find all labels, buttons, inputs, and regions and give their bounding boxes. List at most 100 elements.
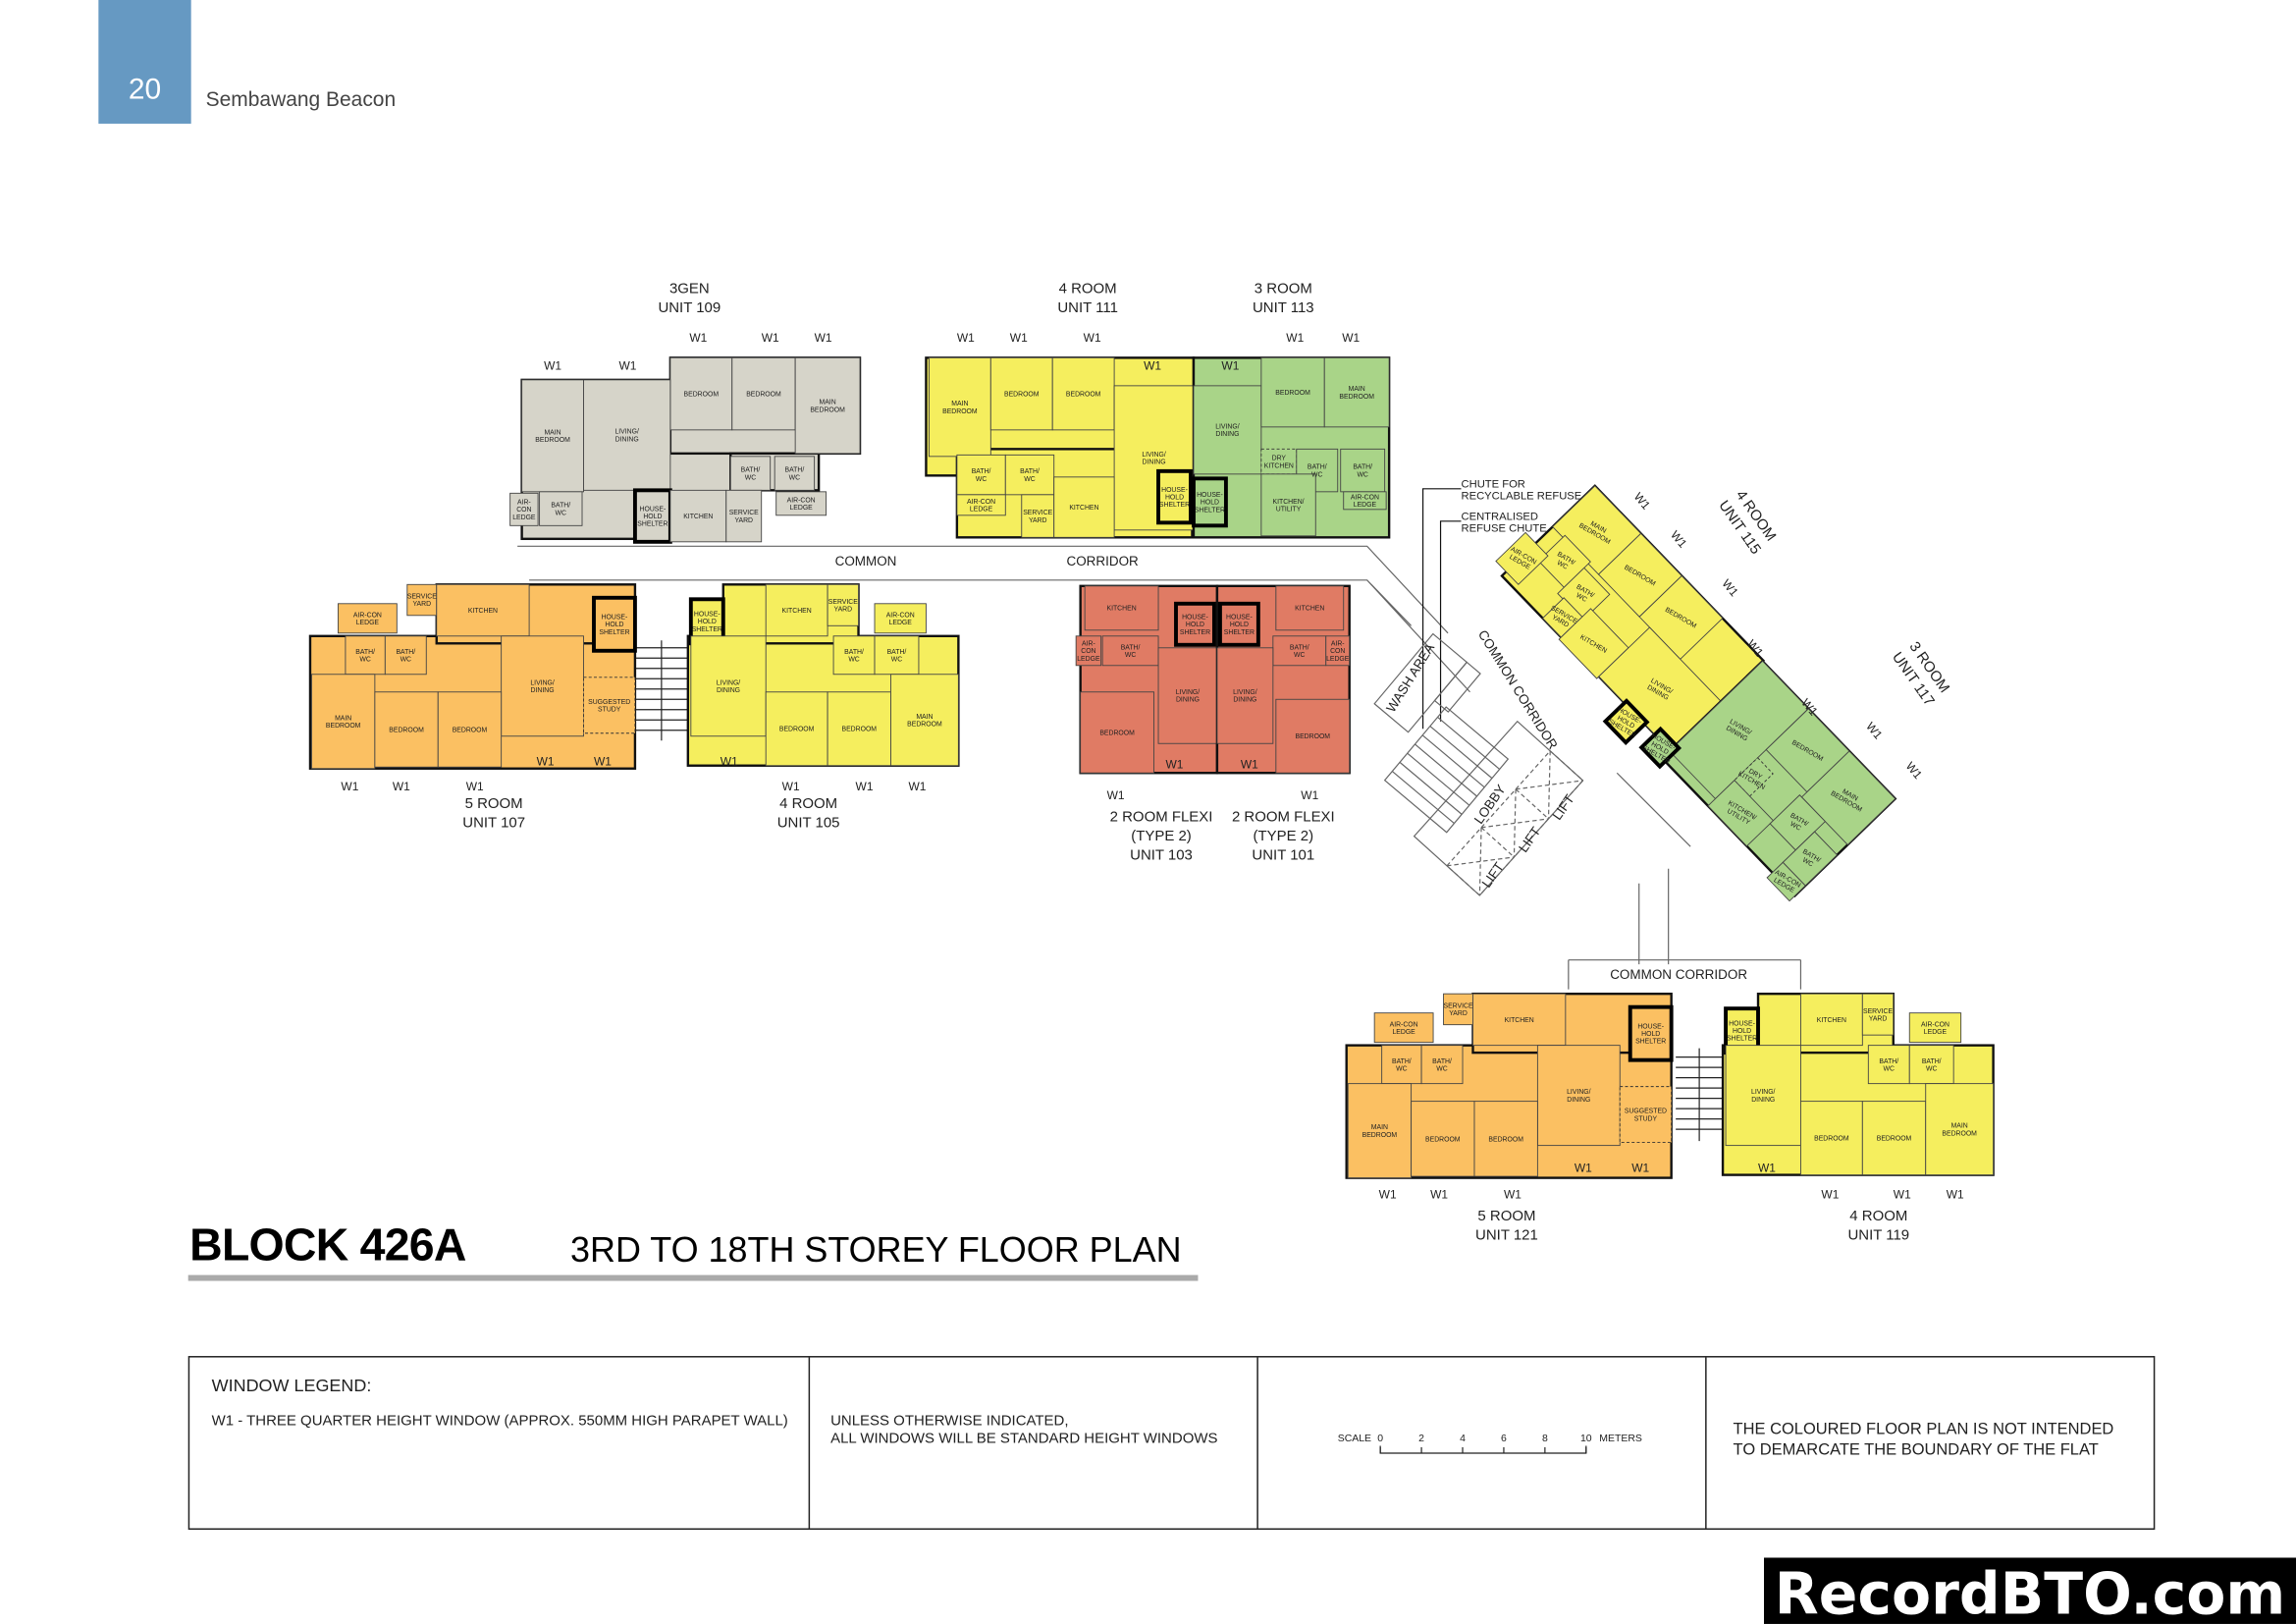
room-bath-wc	[345, 635, 386, 676]
room-kitchen-utility	[1707, 780, 1775, 847]
unit-title-line: 3GEN	[669, 280, 710, 297]
room-living-dining	[1193, 385, 1262, 475]
window-w1-label: W1	[1286, 331, 1304, 345]
window-w1-label: W1	[1719, 576, 1740, 599]
window-w1-label: W1	[544, 358, 561, 372]
scale-line	[1379, 1445, 1587, 1454]
unit-title: 2 ROOM FLEXI(TYPE 2)UNIT 101	[1232, 809, 1335, 864]
room-bath-wc	[1004, 454, 1055, 496]
chute-recyclable-label: CHUTE FOR	[1462, 478, 1525, 490]
room-bedroom	[1051, 356, 1115, 431]
room-bedroom	[731, 356, 796, 431]
disclaimer-line-2: TO DEMARCATE THE BOUNDARY OF THE FLAT	[1733, 1441, 2099, 1460]
unit-title-line: UNIT 107	[462, 815, 525, 832]
room-bath-wc	[774, 456, 816, 491]
room-label: BEDROOM	[1814, 1136, 1849, 1143]
room-label: BATH/WC	[1392, 1058, 1412, 1073]
room-label: BATH/WC	[887, 649, 907, 664]
room-bath-wc	[832, 635, 876, 676]
common-corridor-outline	[517, 545, 1470, 693]
room-kitchen	[1053, 476, 1115, 538]
room-service-yard	[1021, 494, 1055, 538]
room-main-bedroom	[794, 356, 861, 455]
window-w1-label: W1	[908, 780, 926, 793]
window-w1-label: W1	[1631, 1162, 1649, 1175]
room-bath-wc	[1867, 1045, 1910, 1085]
window-w1-label: W1	[1342, 331, 1360, 345]
room-label: BATH/WC	[972, 468, 991, 483]
room-label: LIVING/DINING	[614, 429, 639, 444]
floor-plan-title: 3RD TO 18TH STOREY FLOOR PLAN	[570, 1230, 1182, 1272]
unit-title-line: 4 ROOM	[779, 795, 837, 812]
window-note-line-2: ALL WINDOWS WILL BE STANDARD HEIGHT WIND…	[830, 1431, 1218, 1448]
w1-description: W1 - THREE QUARTER HEIGHT WINDOW (APPROX…	[211, 1413, 788, 1431]
chute-recyclable-label: RECYCLABLE REFUSE	[1462, 490, 1582, 502]
room-living-dining	[1157, 647, 1218, 744]
unit-title: 3GEN UNIT 109	[658, 280, 721, 316]
unit-title-line: UNIT 111	[1057, 299, 1118, 316]
window-w1-label: W1	[1144, 358, 1161, 372]
room-living-dining	[690, 635, 767, 737]
window-w1-label: W1	[815, 331, 832, 345]
window-w1-label: W1	[1903, 759, 1925, 782]
room-label: BEDROOM	[1877, 1136, 1912, 1143]
room-living-dining	[501, 635, 584, 737]
room-label: BATH/WC	[844, 649, 864, 664]
room-label: BATH/WC	[1879, 1058, 1898, 1073]
room-house-hold-shelter	[1628, 1004, 1674, 1062]
window-w1-label: W1	[537, 755, 555, 769]
room-dry-kitchen	[1734, 757, 1774, 797]
lift-lobby	[1413, 720, 1584, 896]
room-air-con-ledge	[1325, 635, 1351, 667]
room-label: BEDROOM	[1275, 390, 1310, 397]
room-service-yard	[1443, 993, 1473, 1026]
room-label: BATH/WC	[1432, 1058, 1452, 1073]
room-label: BEDROOM	[842, 727, 878, 733]
unit-title-line: 2 ROOM FLEXI	[1110, 809, 1213, 826]
window-w1-label: W1	[1107, 788, 1125, 802]
room-label: BEDROOM	[1099, 730, 1135, 736]
window-w1-label: W1	[856, 780, 874, 793]
room-air-con-ledge	[1373, 1012, 1434, 1044]
window-w1-label: W1	[618, 358, 636, 372]
scale-label: SCALE	[1338, 1434, 1371, 1444]
room-bedroom	[765, 691, 828, 767]
window-w1-label: W1	[721, 755, 738, 769]
room-bedroom	[1473, 1101, 1538, 1177]
refuse-chute-leader-2	[1439, 520, 1462, 722]
scale-unit: METERS	[1599, 1434, 1642, 1444]
room-label: BATH/WC	[1020, 468, 1040, 483]
window-w1-label: W1	[1631, 490, 1653, 513]
room-air-con-ledge	[1343, 491, 1387, 511]
unit-title-line: (TYPE 2)	[1254, 828, 1314, 844]
unit-title-line: UNIT 103	[1130, 847, 1193, 864]
room-living-dining	[1669, 660, 1809, 800]
unit-title-line: UNIT 109	[658, 299, 721, 316]
legend-box: WINDOW LEGEND: W1 - THREE QUARTER HEIGHT…	[187, 1356, 2156, 1530]
room-label: KITCHEN	[1295, 606, 1324, 613]
room-bedroom	[669, 356, 733, 431]
room-house-hold-shelter	[632, 488, 672, 544]
room-label: BEDROOM	[1425, 1136, 1461, 1143]
title-underline	[187, 1274, 1199, 1281]
room-label: BEDROOM	[1488, 1136, 1523, 1143]
room-kitchen-utility	[1260, 473, 1316, 537]
